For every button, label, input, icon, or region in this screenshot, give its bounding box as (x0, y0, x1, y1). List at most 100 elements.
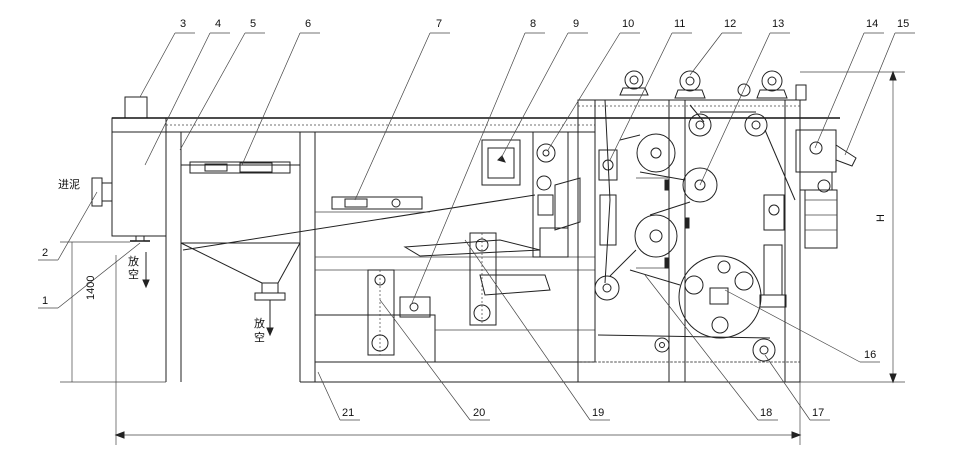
motor-guard (835, 144, 857, 167)
wedge-drive-roller-mid (536, 175, 552, 191)
callout-8: 8 (530, 18, 536, 30)
callout-13: 13 (772, 18, 784, 30)
bearing-d (761, 70, 783, 92)
tray-cylinder (189, 161, 291, 174)
callout-17: 17 (812, 407, 824, 419)
leader-21 (317, 371, 341, 421)
motor-coupling (817, 179, 831, 193)
hopper-drain-arrow-head (266, 327, 274, 337)
wedge-drive-roller-top (536, 143, 556, 163)
stand-20 (367, 269, 395, 356)
bearing-a (624, 70, 644, 90)
lower-roller-mid (654, 337, 670, 353)
lower-roller-mid-hub (659, 342, 665, 348)
bearing-b-hub (685, 76, 695, 86)
tensioner-11-rod (599, 194, 617, 246)
leader-18 (644, 274, 759, 421)
tensioner-11-body (598, 149, 618, 181)
leader-20 (379, 299, 471, 421)
leader-1 (57, 242, 141, 309)
tensioner-13-rod (763, 244, 783, 296)
tensioner-13-foot (759, 294, 787, 308)
callout-9: 9 (573, 18, 579, 30)
leader-16 (724, 289, 861, 363)
wedge-drive-roller-top-hub (542, 149, 550, 157)
control-box-panel (487, 147, 515, 179)
lower-roller-left-hub (602, 283, 612, 293)
feed-tank-body (111, 117, 167, 237)
callout-5: 5 (250, 18, 256, 30)
spreader-plate (403, 239, 541, 257)
stand-19 (469, 232, 497, 326)
left-dim-label: 1400 (85, 276, 97, 300)
filtrate-pan (399, 296, 431, 318)
inlet-flange-outer (91, 177, 103, 207)
wedge-drive-motor (537, 194, 554, 216)
bearing-c (737, 83, 751, 97)
callout-20: 20 (473, 407, 485, 419)
leader-6 (241, 32, 301, 166)
lower-rollers (594, 275, 670, 353)
press-roller-top-left-hub (695, 120, 705, 130)
bearing-b-base (674, 89, 706, 99)
top-bearings (595, 70, 807, 101)
bearing-d-base (756, 89, 788, 99)
leader-10 (547, 32, 621, 151)
control-box-warning-icon (497, 155, 506, 163)
belt-tensioner-body (344, 198, 368, 208)
gearbox-shaft (809, 141, 823, 155)
belt-path-1 (604, 99, 611, 284)
callout-18: 18 (760, 407, 772, 419)
callout-16: 16 (864, 349, 876, 361)
drive-drum (678, 255, 762, 339)
tank-drain-arrow-head (142, 279, 150, 289)
leader-13 (699, 32, 771, 186)
drive-drum-hole-2 (734, 271, 754, 291)
callout-6: 6 (305, 18, 311, 30)
leader-11 (609, 32, 673, 161)
belt-path-9 (597, 334, 771, 339)
hopper-right-slope (277, 242, 301, 284)
dim-length-arrow-left (114, 431, 125, 439)
control-box (481, 139, 521, 186)
hopper-neck (261, 282, 279, 294)
inlet-flange (101, 182, 113, 202)
belt-path-8 (764, 129, 796, 201)
belt-path-3 (639, 171, 686, 181)
lower-roller-left (594, 275, 620, 301)
leader-7 (354, 32, 431, 201)
belt-path-7 (689, 104, 705, 123)
belt-tensioner-cylinder (331, 196, 423, 210)
bottom-roller (752, 338, 776, 362)
belt-path-5 (609, 249, 637, 277)
feed-motor (124, 96, 148, 119)
hopper-left-slope (180, 242, 263, 284)
motor-body (804, 189, 838, 249)
tank-drain-valve (135, 235, 145, 242)
tray-cylinder-rod (239, 162, 273, 173)
drive-drum-hole-3 (717, 260, 731, 274)
wedge-drive-box (539, 227, 569, 258)
tensioners (598, 149, 787, 308)
belt-path-6 (629, 269, 681, 286)
hopper (180, 242, 301, 337)
dim-h-arrow-bottom (889, 373, 897, 384)
callout-7: 7 (436, 18, 442, 30)
bottom-roller-hub (759, 345, 769, 355)
bearing-e (795, 84, 807, 101)
drain-left-char-1: 放 (128, 254, 139, 268)
drain-left-char-2: 空 (128, 267, 139, 281)
callout-21: 21 (342, 407, 354, 419)
press-roller-1 (636, 133, 676, 173)
press-roller-3 (634, 214, 678, 258)
wedge-plate-inclined (554, 177, 581, 231)
drain-mid-char-1: 放 (254, 316, 265, 330)
press-roller-1-hub (650, 147, 662, 159)
tensioner-13-body (763, 194, 785, 231)
drive-drum-hub-box (709, 287, 729, 305)
inlet-label: 进泥 (58, 178, 80, 191)
bearing-b (679, 70, 701, 92)
leader-19 (464, 239, 591, 421)
callout-10: 10 (622, 18, 634, 30)
